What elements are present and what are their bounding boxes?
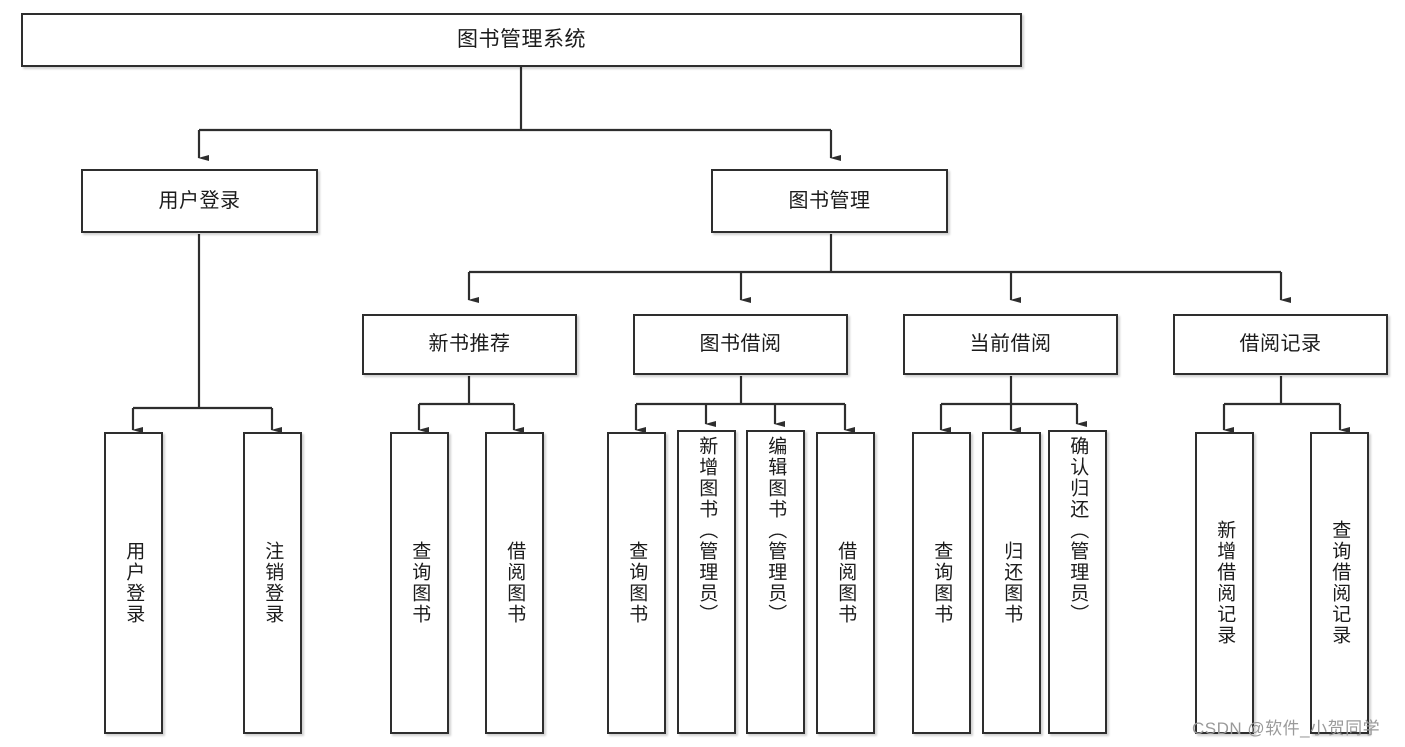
node-borrow-record-label: 借阅记录 [1239,333,1322,355]
node-leaf-query-book-3[interactable]: 查询图书 [912,432,971,734]
node-leaf-add-record-label: 新增借阅记录 [1214,520,1236,646]
node-leaf-logout-login-label: 注销登录 [262,541,284,625]
node-leaf-edit-book[interactable]: 编辑图书（管理员） [746,430,805,734]
node-root[interactable]: 图书管理系统 [21,13,1022,67]
node-user-login-label: 用户登录 [158,189,241,212]
node-leaf-confirm-return[interactable]: 确认归还（管理员） [1048,430,1107,734]
node-leaf-add-book-label: 新增图书（管理员） [696,436,718,625]
node-leaf-borrow-book-1[interactable]: 借阅图书 [485,432,544,734]
node-leaf-borrow-book-1-label: 借阅图书 [504,541,526,625]
node-leaf-edit-book-label: 编辑图书（管理员） [765,436,787,625]
node-new-book-recommend-label: 新书推荐 [428,333,511,355]
node-leaf-add-record[interactable]: 新增借阅记录 [1195,432,1254,734]
node-leaf-return-book-label: 归还图书 [1001,541,1023,625]
node-leaf-user-login[interactable]: 用户登录 [104,432,163,734]
node-leaf-logout-login[interactable]: 注销登录 [243,432,302,734]
node-root-label: 图书管理系统 [457,27,586,51]
node-leaf-user-login-label: 用户登录 [123,541,145,625]
node-leaf-query-book-3-label: 查询图书 [931,541,953,625]
node-leaf-borrow-book-2-label: 借阅图书 [835,541,857,625]
node-borrow-record[interactable]: 借阅记录 [1173,314,1388,375]
node-book-management-label: 图书管理 [788,189,871,212]
node-current-borrow-label: 当前借阅 [969,333,1052,355]
node-book-management[interactable]: 图书管理 [711,169,948,233]
node-leaf-query-book-1-label: 查询图书 [409,541,431,625]
node-user-login[interactable]: 用户登录 [81,169,318,233]
node-leaf-query-book-2-label: 查询图书 [626,541,648,625]
node-leaf-query-book-1[interactable]: 查询图书 [390,432,449,734]
csdn-watermark: CSDN @软件_小贺同学 [1192,719,1381,738]
node-leaf-borrow-book-2[interactable]: 借阅图书 [816,432,875,734]
node-leaf-query-record[interactable]: 查询借阅记录 [1310,432,1369,734]
node-book-borrow[interactable]: 图书借阅 [633,314,848,375]
node-new-book-recommend[interactable]: 新书推荐 [362,314,577,375]
node-book-borrow-label: 图书借阅 [699,333,782,355]
node-leaf-return-book[interactable]: 归还图书 [982,432,1041,734]
node-leaf-confirm-return-label: 确认归还（管理员） [1067,436,1089,625]
node-leaf-query-book-2[interactable]: 查询图书 [607,432,666,734]
node-current-borrow[interactable]: 当前借阅 [903,314,1118,375]
node-leaf-query-record-label: 查询借阅记录 [1329,520,1351,646]
node-leaf-add-book[interactable]: 新增图书（管理员） [677,430,736,734]
